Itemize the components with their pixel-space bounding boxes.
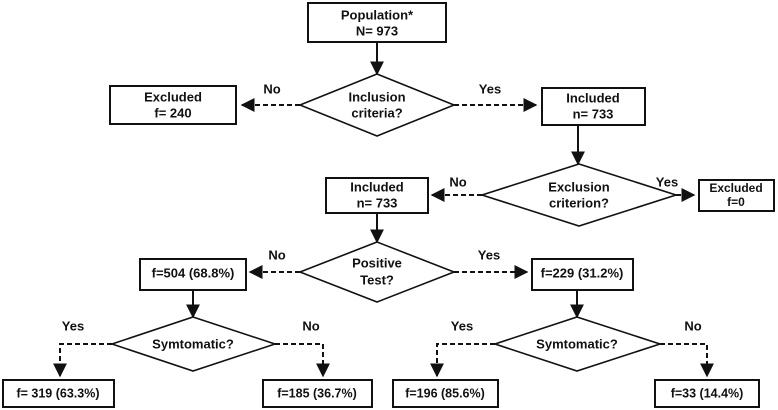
label-symp-left-no: No — [302, 318, 319, 333]
decision-positive-test: Positive Test? — [297, 241, 457, 303]
label-inclusion-yes: Yes — [479, 81, 501, 96]
edge-symp-left-no — [275, 343, 330, 378]
node-excluded-1: Excluded f= 240 — [109, 85, 237, 125]
decision-exclusion: Exclusion criterion? — [479, 163, 679, 227]
node-leaf-4: f=33 (14.4%) — [654, 379, 760, 408]
node-included-1: Included n= 733 — [541, 87, 646, 126]
positive-line2: Test? — [360, 272, 394, 287]
node-included-2: Included n= 733 — [325, 177, 429, 214]
population-line1: Population* — [341, 7, 414, 22]
symp-left-line1: Symtomatic? — [152, 336, 234, 351]
included2-line1: Included — [350, 179, 404, 194]
excluded2-line2: f=0 — [727, 195, 745, 209]
node-leaf-2: f=185 (36.7%) — [262, 379, 373, 408]
exclusion-line1: Exclusion — [548, 179, 609, 194]
label-positive-no: No — [268, 247, 285, 262]
edge-symp-right-no — [660, 343, 714, 378]
label-symp-right-no: No — [684, 318, 701, 333]
label-exclusion-no: No — [449, 174, 466, 189]
inclusion-line2: criteria? — [351, 105, 402, 120]
label-symp-right-yes: Yes — [451, 318, 473, 333]
symp-right-line1: Symtomatic? — [536, 336, 618, 351]
included1-line2: n= 733 — [573, 106, 614, 121]
node-leaf-1: f= 319 (63.3%) — [2, 379, 115, 408]
inclusion-line1: Inclusion — [348, 89, 405, 104]
population-line2: N= 973 — [356, 23, 398, 38]
label-exclusion-yes: Yes — [656, 174, 678, 189]
decision-inclusion: Inclusion criteria? — [297, 73, 457, 137]
leaf3-line1: f=196 (85.6%) — [405, 386, 485, 400]
node-population: Population* N= 973 — [307, 2, 447, 43]
edge-symp-left-yes — [53, 343, 112, 378]
node-positive-result: f=229 (31.2%) — [531, 258, 634, 291]
excluded1-line2: f= 240 — [154, 105, 191, 120]
neg-line1: f=504 (68.8%) — [152, 265, 235, 280]
edge-symp-right-yes — [430, 343, 495, 378]
node-excluded-2: Excluded f=0 — [698, 179, 775, 212]
leaf2-line1: f=185 (36.7%) — [277, 386, 357, 400]
label-inclusion-no: No — [263, 81, 280, 96]
included1-line1: Included — [566, 90, 620, 105]
label-positive-yes: Yes — [478, 247, 500, 262]
excluded1-line1: Excluded — [144, 89, 202, 104]
node-leaf-3: f=196 (85.6%) — [392, 379, 499, 408]
positive-line1: Positive — [352, 255, 402, 270]
pos-line1: f=229 (31.2%) — [541, 265, 624, 280]
decision-symptomatic-right: Symtomatic? — [492, 316, 663, 372]
leaf1-line1: f= 319 (63.3%) — [16, 386, 99, 400]
excluded2-line1: Excluded — [709, 181, 762, 195]
node-negative-result: f=504 (68.8%) — [139, 258, 247, 291]
included2-line2: n= 733 — [357, 195, 398, 210]
leaf4-line1: f=33 (14.4%) — [671, 386, 744, 400]
decision-symptomatic-left: Symtomatic? — [109, 316, 278, 372]
label-symp-left-yes: Yes — [62, 318, 84, 333]
exclusion-line2: criterion? — [549, 195, 609, 210]
